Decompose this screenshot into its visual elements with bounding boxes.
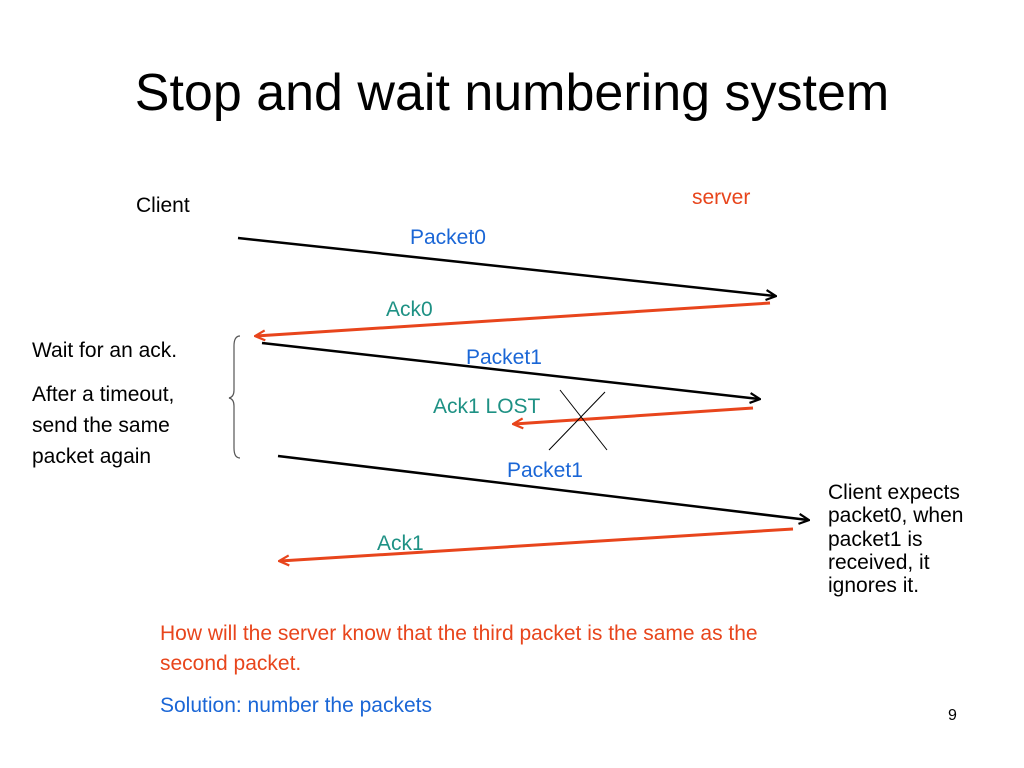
page-number: 9 <box>948 707 957 724</box>
timeout-note: After a timeout, send the same packet ag… <box>32 383 175 468</box>
packet0-arrow <box>237 236 775 296</box>
ack0-label: Ack0 <box>386 298 433 321</box>
ack0-arrow <box>256 301 771 336</box>
packet1-label: Packet1 <box>466 346 542 369</box>
timeout-brace <box>228 335 241 459</box>
ack1-lost-arrow <box>514 406 754 424</box>
question-text: How will the server know that the third … <box>160 622 758 675</box>
client-label: Client <box>136 194 190 217</box>
packet1-arrow <box>261 341 759 399</box>
server-label: server <box>692 186 751 209</box>
packet1-resend-label: Packet1 <box>507 459 583 482</box>
ack1-label: Ack1 <box>377 532 424 555</box>
wait-note: Wait for an ack. <box>32 339 178 362</box>
client-expects-note: Client expects packet0, when packet1 is … <box>828 481 964 598</box>
solution-text: Solution: number the packets <box>160 694 432 717</box>
slide-title: Stop and wait numbering system <box>134 64 890 122</box>
lost-x-mark <box>548 389 608 451</box>
ack1-arrow <box>280 527 794 561</box>
ack1-lost-label: Ack1 LOST <box>433 395 541 418</box>
packet0-label: Packet0 <box>410 226 486 249</box>
packet1-resend-arrow <box>277 454 808 520</box>
